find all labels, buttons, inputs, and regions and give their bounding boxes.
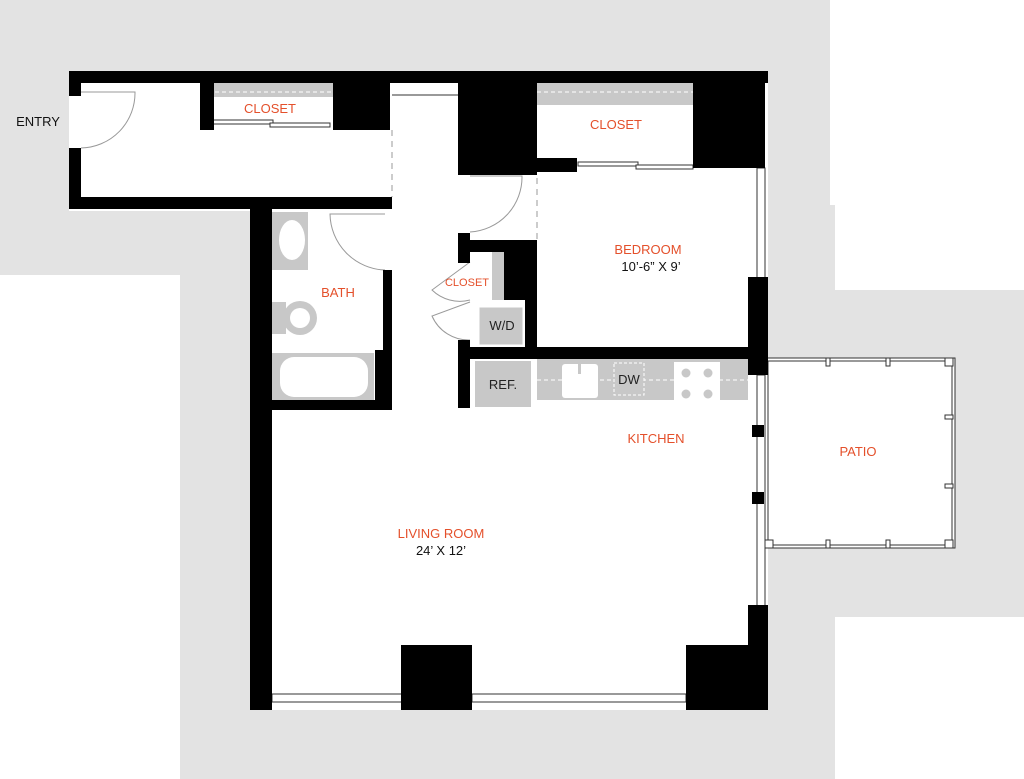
entry-door [80, 91, 136, 149]
washer-dryer [476, 304, 526, 348]
patio-area [764, 357, 956, 549]
bedroom-closet-label: CLOSET [590, 117, 642, 132]
labels: ENTRY CLOSET CLOSET BEDROOM 10’-6” X 9’ … [16, 101, 876, 558]
unit-floor [69, 71, 768, 710]
hall-closet-label: CLOSET [445, 277, 489, 289]
bedroom-label: BEDROOM [614, 242, 681, 257]
walls [69, 71, 768, 710]
washer-dryer-label: W/D [489, 318, 514, 333]
refrigerator-label: REF. [489, 377, 517, 392]
bedroom-closet-shelf [537, 83, 693, 105]
kitchen-sink [562, 364, 598, 398]
bedroom-dimensions: 10’-6” X 9’ [621, 259, 680, 274]
hall-closet-shelf [492, 252, 504, 300]
refrigerator [473, 359, 533, 409]
living-room-dimensions: 24’ X 12’ [416, 543, 466, 558]
fixtures [208, 83, 748, 409]
dishwasher-label: DW [618, 372, 640, 387]
kitchen-label: KITCHEN [627, 431, 684, 446]
bedroom-door [469, 175, 523, 233]
entry-closet-shelf [208, 83, 333, 97]
dishwasher [613, 362, 645, 396]
stove-icon [674, 362, 720, 404]
entry-closet-label: CLOSET [244, 101, 296, 116]
entry-label: ENTRY [16, 114, 60, 129]
bath-door [329, 213, 386, 271]
patio-label: PATIO [839, 444, 876, 459]
living-room-label: LIVING ROOM [398, 526, 485, 541]
toilet-icon [272, 301, 317, 335]
bath-label: BATH [321, 285, 355, 300]
